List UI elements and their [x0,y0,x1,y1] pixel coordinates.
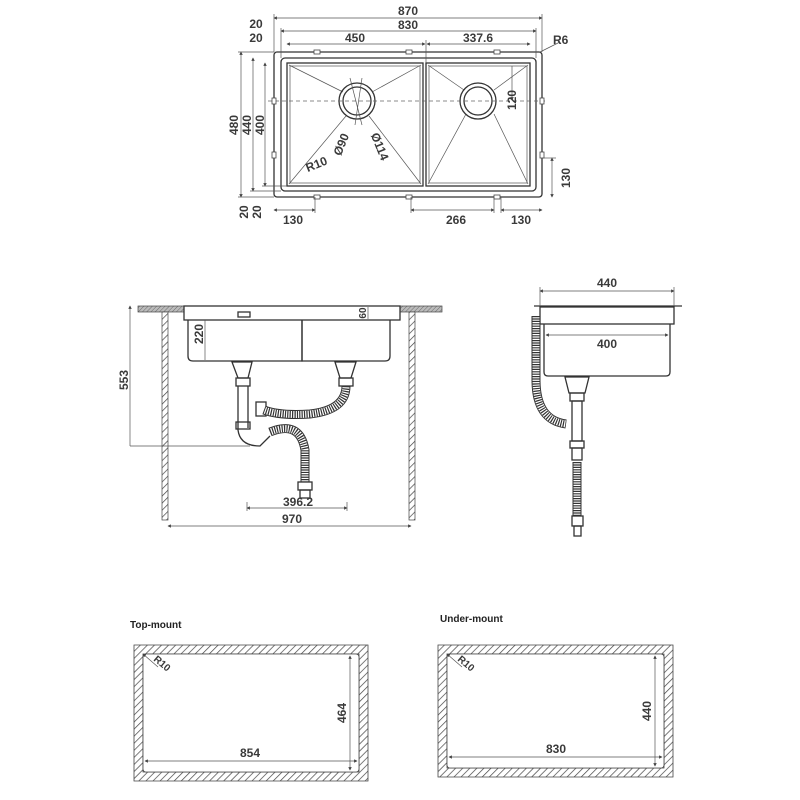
side-view: 440 400 [531,276,682,537]
cutout-under-mount-width: 830 [546,742,566,756]
dim-overall-depth: 480 [227,115,241,135]
dim-corner-radius: R6 [553,33,569,47]
sink-inner-rim [280,57,537,192]
side-sink-bowl [543,324,671,377]
front-view: 220 60 553 396.2 970 [117,305,443,528]
cabinet-wall-right [408,311,416,521]
dim-bowl-radius: R10 [304,154,330,175]
dim-clip-left-offset: 130 [283,213,303,227]
dim-total-height: 553 [117,370,131,390]
cutout-title-under-mount: Under-mount [440,614,503,625]
dim-outlet-spacing: 396.2 [283,495,313,509]
dim-right-bowl-width: 337.6 [463,31,493,45]
cutout-top-mount: Top-mount R10 854 464 [130,620,369,782]
dim-rim-height: 60 [358,307,369,319]
dim-inner-depth: 440 [240,115,254,135]
dim-drain-large-dia: Ø114 [368,131,392,163]
dim-overall-width: 870 [398,4,418,18]
dim-cabinet-width: 970 [282,512,302,526]
cutout-title-top-mount: Top-mount [130,620,182,631]
dim-clip-spacing: 266 [446,213,466,227]
dim-flange-bottom-inner: 20 [250,205,264,219]
right-bowl-front [301,320,391,362]
dim-bowl-depth: 400 [253,115,267,135]
top-view: 870 830 450 337.6 20 20 R6 480 440 400 2… [227,4,573,227]
cutout-top-mount-height: 464 [335,703,349,723]
cutout-top-mount-width: 854 [240,746,260,760]
dim-drain-small-dia: Ø90 [331,131,353,158]
dim-flange-bottom-outer: 20 [237,205,251,219]
cutout-under-mount-height: 440 [640,701,654,721]
dim-flange-left-outer: 20 [249,17,263,31]
cutout-under-mount: Under-mount R10 830 440 [437,614,674,778]
dim-side-outer-depth: 440 [597,276,617,290]
sink-outer-flange [273,51,543,198]
right-bowl [425,62,531,187]
dim-clip-right-offset: 130 [511,213,531,227]
cabinet-wall-left [161,311,169,521]
left-bowl-front [187,320,303,362]
left-bowl [286,62,424,187]
dim-clip-side-offset: 130 [559,168,573,188]
dim-left-bowl-width: 450 [345,31,365,45]
dim-flange-left-inner: 20 [249,31,263,45]
dim-side-bowl-depth: 400 [597,337,617,351]
dim-front-bowl-depth: 220 [192,324,206,344]
sink-rim [183,305,401,321]
side-sink-rim [539,306,675,325]
dim-inner-width: 830 [398,18,418,32]
dim-drain-offset: 120 [505,90,519,110]
